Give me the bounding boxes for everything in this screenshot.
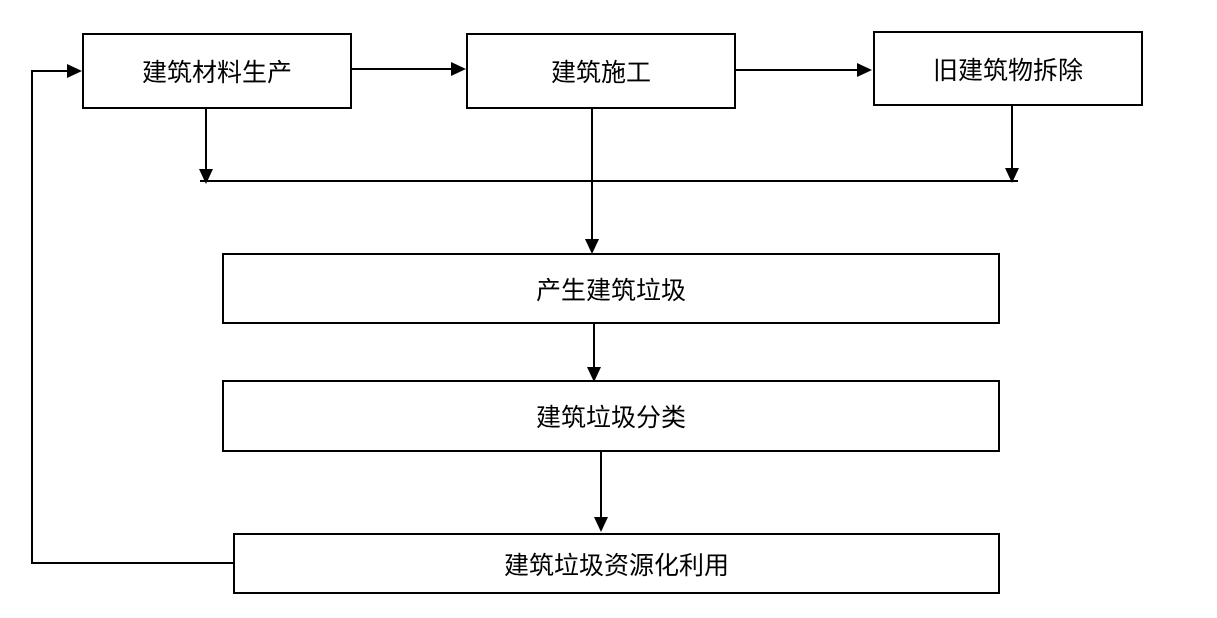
node-demolition: 旧建筑物拆除 bbox=[873, 31, 1143, 106]
node-waste-sorting: 建筑垃圾分类 bbox=[222, 380, 1000, 452]
arrowhead-sorting bbox=[587, 367, 601, 382]
node-demolition-label: 旧建筑物拆除 bbox=[932, 55, 1083, 85]
arrowhead-reuse bbox=[594, 517, 608, 532]
arrowhead-demolition bbox=[857, 63, 872, 77]
node-waste-sorting-label: 建筑垃圾分类 bbox=[535, 403, 686, 432]
connector-feedback-loop bbox=[31, 70, 233, 564]
node-material-production: 建筑材料生产 bbox=[82, 33, 352, 109]
arrowhead-construction bbox=[451, 62, 466, 76]
arrowhead-generation bbox=[585, 239, 599, 254]
node-construction: 建筑施工 bbox=[466, 33, 736, 109]
node-waste-reuse-label: 建筑垃圾资源化利用 bbox=[503, 550, 729, 580]
node-waste-generation: 产生建筑垃圾 bbox=[222, 253, 1000, 324]
node-construction-label: 建筑施工 bbox=[550, 58, 651, 87]
node-material-production-label: 建筑材料生产 bbox=[141, 58, 292, 87]
arrowhead-feedback bbox=[67, 64, 82, 78]
arrowhead-demolition-down bbox=[1005, 168, 1019, 183]
arrowhead-production-down bbox=[199, 169, 213, 184]
node-waste-reuse: 建筑垃圾资源化利用 bbox=[233, 533, 1000, 594]
node-waste-generation-label: 产生建筑垃圾 bbox=[535, 275, 686, 305]
